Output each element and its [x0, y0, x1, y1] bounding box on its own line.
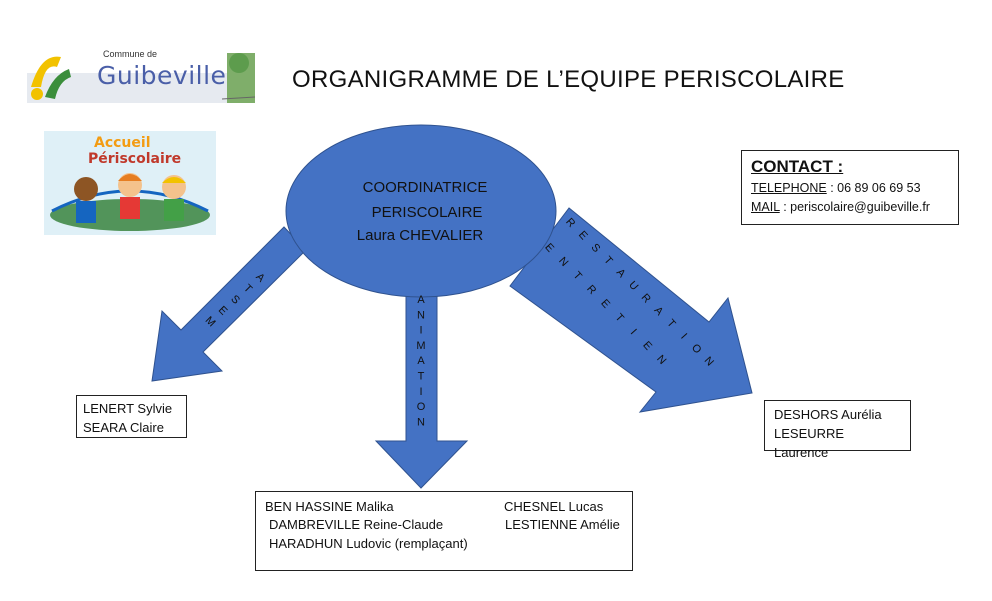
logo-commune-label: Commune de [103, 49, 158, 59]
restauration-member: DESHORS Aurélia [774, 407, 882, 422]
animation-label-letter: N [417, 416, 425, 428]
animation-member: BEN HASSINE Malika [265, 499, 394, 514]
logo-town-name: Guibeville [97, 61, 227, 90]
restauration-label-letter: I [678, 331, 689, 341]
animation-member: DAMBREVILLE Reine-Claude [269, 517, 444, 532]
animation-member: CHESNEL Lucas [504, 499, 604, 514]
animation-label-letter: T [418, 371, 425, 383]
mail-label: MAIL [751, 200, 780, 214]
logo-graphic [27, 47, 256, 103]
animation-label-letter: A [417, 294, 425, 306]
animation-label-letter: N [417, 309, 425, 321]
atsem-member: LENERT Sylvie [83, 401, 173, 416]
coordinator-name: Laura CHEVALIER [357, 227, 484, 244]
page-title: ORGANIGRAMME DE L’EQUIPE PERISCOLAIRE [292, 66, 845, 93]
animation-label-letter: I [419, 386, 422, 398]
atsem-arrow [151, 226, 307, 382]
restauration-members-box: DESHORS Aurélia LESEURRE Laurence [764, 400, 911, 460]
animation-label-letter: I [419, 325, 422, 337]
phone-value: : 06 89 06 69 53 [826, 181, 921, 195]
restauration-member: LESEURRE Laurence [774, 426, 845, 460]
atsem-members-box: LENERT Sylvie SEARA Claire [76, 395, 187, 438]
atsem-member: SEARA Claire [83, 420, 164, 435]
periscolaire-word: Périscolaire [88, 151, 182, 167]
entretien-label-letter: I [628, 327, 639, 337]
guibeville-logo: Commune de Guibeville [27, 47, 256, 103]
children-illustration [44, 131, 216, 235]
coordinator-title-2: PERISCOLAIRE [372, 204, 483, 221]
accueil-word: Accueil [94, 135, 151, 151]
coordinator-ellipse [285, 124, 557, 298]
contact-box: CONTACT : TELEPHONE : 06 89 06 69 53 MAI… [741, 150, 959, 225]
animation-label-letter: A [417, 355, 425, 367]
animation-arrow [374, 289, 469, 489]
animation-member: HARADHUN Ludovic (remplaçant) [269, 536, 468, 551]
phone-label: TELEPHONE [751, 181, 827, 195]
animation-label-letter: M [416, 340, 425, 352]
animation-member: LESTIENNE Amélie [505, 517, 620, 532]
animation-label-letter: O [417, 401, 426, 413]
coordinator-title-1: COORDINATRICE [363, 179, 488, 196]
mail-value: : periscolaire@guibeville.fr [779, 200, 930, 214]
restauration-arrow [509, 207, 753, 413]
accueil-periscolaire-logo: Accueil Périscolaire [44, 131, 216, 235]
contact-mail: MAIL : periscolaire@guibeville.fr [751, 198, 949, 217]
animation-members-box: BEN HASSINE Malika DAMBREVILLE Reine-Cla… [255, 491, 633, 571]
contact-heading: CONTACT : [751, 157, 844, 176]
contact-phone: TELEPHONE : 06 89 06 69 53 [751, 179, 949, 198]
